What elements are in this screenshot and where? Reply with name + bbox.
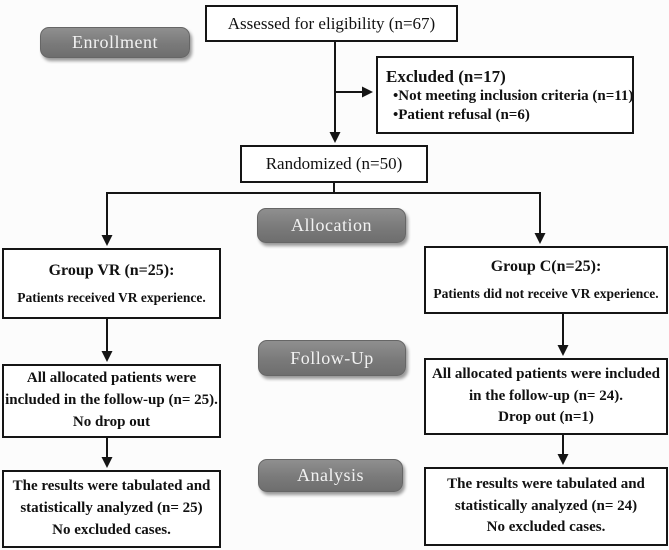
excluded-reason-item: •Not meeting inclusion criteria (n=11) (393, 87, 634, 104)
node-assessed-for-eligibility: Assessed for eligibility (n=67) (205, 5, 458, 42)
node-analysis-vr: The results were tabulated and statistic… (2, 470, 221, 548)
node-text-line: No excluded cases. (52, 521, 171, 538)
excluded-reason-item: •Patient refusal (n=6) (393, 106, 530, 123)
node-followup-vr: All allocated patients were included in … (2, 364, 221, 438)
node-text-line: statistically analyzed (n= 25) (20, 500, 203, 517)
node-text-line: in the follow-up (n= 24). (469, 387, 623, 404)
node-text-line: No excluded cases. (486, 519, 606, 536)
node-label: Assessed for eligibility (n=67) (227, 13, 436, 33)
node-text-line: statistically analyzed (n= 24) (454, 497, 638, 514)
node-text-line: The results were tabulated and (12, 478, 211, 495)
node-text-line: No drop out (72, 413, 151, 430)
node-body: Patients received VR experience. (17, 289, 206, 305)
node-title: Excluded (n=17) (386, 66, 506, 86)
node-text-line: All allocated patients were included (431, 365, 661, 382)
stage-badge-followup: Follow-Up (258, 340, 406, 376)
node-excluded: Excluded (n=17) •Not meeting inclusion c… (376, 56, 634, 134)
node-analysis-c: The results were tabulated and statistic… (424, 467, 668, 546)
node-text-line: All allocated patients were (26, 370, 197, 387)
node-group-c: Group C(n=25): Patients did not receive … (424, 246, 668, 314)
stage-badge-enrollment: Enrollment (40, 27, 190, 58)
node-title: Group C(n=25): (490, 258, 602, 276)
node-title: Group VR (n=25): (48, 261, 175, 279)
node-text-line: Drop out (n=1) (498, 409, 594, 426)
node-text-line: The results were tabulated and (447, 475, 645, 492)
stage-badge-analysis: Analysis (258, 459, 403, 492)
node-followup-c: All allocated patients were included in … (424, 358, 668, 435)
node-body: Patients did not receive VR experience. (433, 286, 659, 302)
node-label: Randomized (n=50) (265, 154, 403, 174)
node-randomized: Randomized (n=50) (240, 145, 428, 183)
node-group-vr: Group VR (n=25): Patients received VR ex… (2, 248, 221, 319)
node-text-line: included in the follow-up (n= 25). (5, 392, 218, 409)
stage-badge-allocation: Allocation (257, 208, 406, 243)
